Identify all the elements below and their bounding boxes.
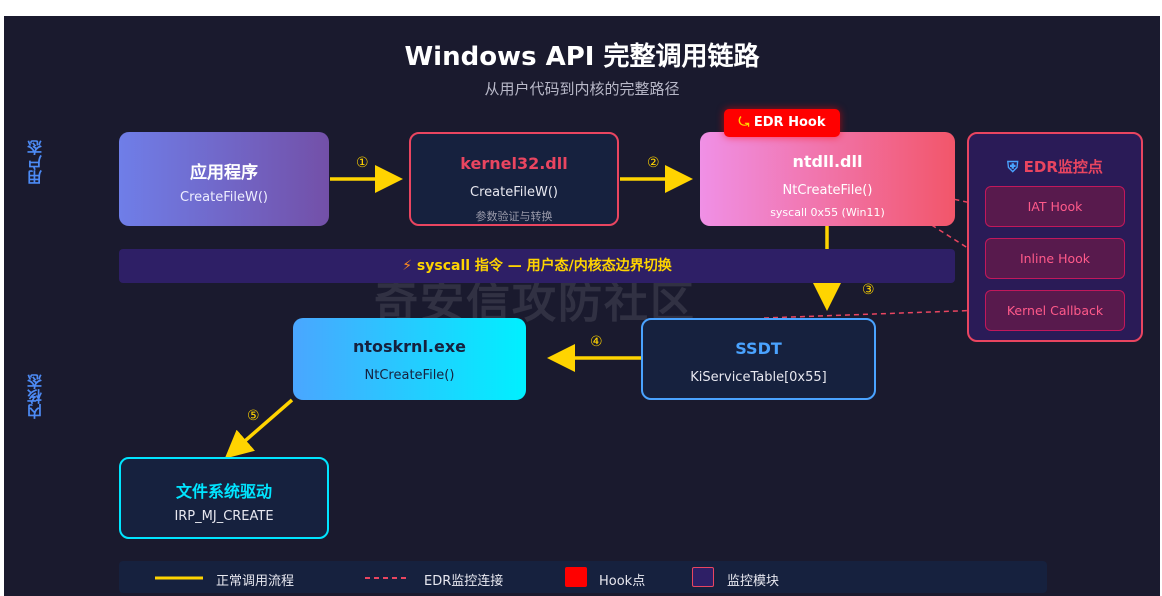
node-kernel32-note: 参数验证与转换 xyxy=(475,210,553,223)
node-ntdll-note: syscall 0x55 (Win11) xyxy=(770,206,885,219)
edr-hook-label: EDR Hook xyxy=(753,115,826,130)
step-1: ① xyxy=(356,155,369,171)
edr-item-iat-hook: IAT Hook xyxy=(985,186,1125,227)
edr-link-callback xyxy=(763,309,986,319)
node-fsdriver-title: 文件系统驱动 xyxy=(175,482,272,501)
legend-dashed-line-swatch xyxy=(365,577,409,579)
diagram-subtitle: 从用户代码到内核的完整路径 xyxy=(484,80,680,98)
edr-panel-title: EDR监控点 xyxy=(1023,158,1103,176)
node-kernel32: kernel32.dll CreateFileW() 参数验证与转换 xyxy=(409,132,619,226)
shield-icon: ⛨ xyxy=(1007,158,1019,176)
edr-hook-badge: ⤿ EDR Hook xyxy=(724,109,840,137)
node-ntdll-title: ntdll.dll xyxy=(792,152,863,171)
step-4: ④ xyxy=(590,334,603,350)
syscall-boundary-bar: ⚡ syscall 指令 — 用户态/内核态边界切换 xyxy=(119,249,955,283)
node-app-sub: CreateFileW() xyxy=(180,190,268,205)
hook-icon: ⤿ xyxy=(738,115,750,130)
node-ntdll-sub: NtCreateFile() xyxy=(782,183,873,198)
node-ntoskrnl-sub: NtCreateFile() xyxy=(364,368,455,383)
node-kernel32-title: kernel32.dll xyxy=(460,154,568,173)
node-ntoskrnl-title: ntoskrnl.exe xyxy=(352,337,467,356)
node-ntoskrnl: ntoskrnl.exe NtCreateFile() xyxy=(293,318,526,400)
step-5: ⑤ xyxy=(247,408,260,424)
node-fsdriver-sub: IRP_MJ_CREATE xyxy=(174,509,274,524)
legend-monitor-swatch xyxy=(692,567,714,587)
node-app: 应用程序 CreateFileW() xyxy=(119,132,329,226)
arrow-ntoskrnl-to-fsdriver xyxy=(224,398,294,459)
node-ntdll: ntdll.dll NtCreateFile() syscall 0x55 (W… xyxy=(700,132,955,226)
legend-normal-flow: 正常调用流程 xyxy=(216,574,295,589)
edr-monitor-panel: ⛨ EDR监控点 IAT Hook Inline Hook Kernel Cal… xyxy=(967,132,1143,342)
step-3: ③ xyxy=(862,282,875,298)
node-ssdt: SSDT KiServiceTable[0x55] xyxy=(641,318,876,400)
lightning-icon: ⚡ xyxy=(402,258,413,274)
node-ssdt-sub: KiServiceTable[0x55] xyxy=(690,370,827,385)
step-2: ② xyxy=(647,155,660,171)
node-app-title: 应用程序 xyxy=(190,163,258,183)
syscall-bar-label: syscall 指令 — 用户态/内核态边界切换 xyxy=(416,258,672,274)
node-kernel32-sub: CreateFileW() xyxy=(470,185,558,200)
diagram-title: Windows API 完整调用链路 xyxy=(404,42,760,72)
node-fsdriver: 文件系统驱动 IRP_MJ_CREATE xyxy=(119,457,329,539)
legend-hook-swatch xyxy=(565,567,587,587)
diagram-canvas: 奇安信攻防社区 Windows API 完整调用链路 从用户代码到内核的完整路径… xyxy=(4,16,1160,596)
legend-solid-line-swatch xyxy=(155,576,203,580)
legend-edr-link: EDR监控连接 xyxy=(424,574,504,589)
legend-monitor-module: 监控模块 xyxy=(727,574,780,589)
edr-item-inline-hook: Inline Hook xyxy=(985,238,1125,279)
legend: 正常调用流程 EDR监控连接 Hook点 监控模块 xyxy=(119,561,1047,593)
legend-hook-point: Hook点 xyxy=(599,574,646,589)
edr-panel-header: ⛨ EDR监控点 xyxy=(969,156,1141,177)
node-ssdt-title: SSDT xyxy=(735,339,782,358)
edr-item-kernel-callback: Kernel Callback xyxy=(985,290,1125,331)
